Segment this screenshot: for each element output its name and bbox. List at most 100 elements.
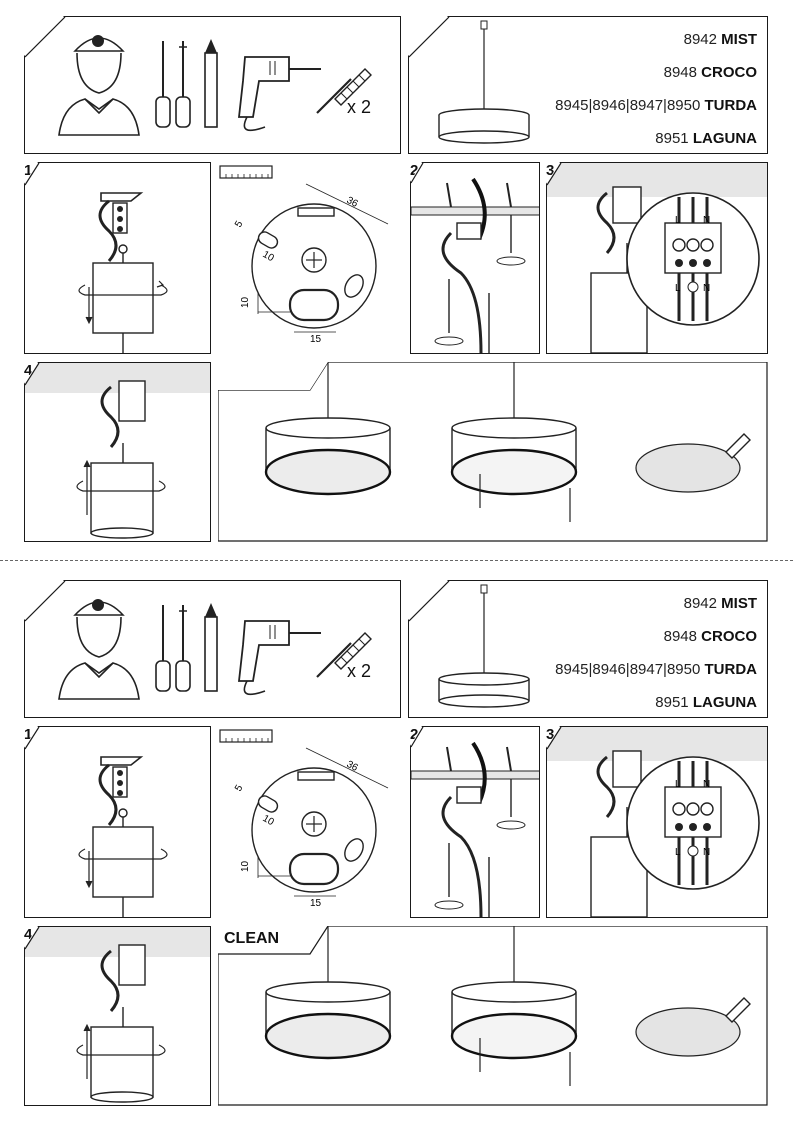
quantity-label: x 2 xyxy=(347,661,372,681)
model-row: 8948 CROCO xyxy=(555,620,757,653)
dimension-10-height: 10 xyxy=(240,296,251,308)
model-name: CROCO xyxy=(701,628,757,645)
terminal-label-n-bottom: N xyxy=(703,847,710,858)
clean-label: CLEAN xyxy=(224,366,280,383)
model-code: 8948 xyxy=(663,64,697,81)
model-row: 8951 LAGUNA xyxy=(555,122,757,153)
model-row: 8951 LAGUNA xyxy=(555,686,757,717)
terminal-label-n: N xyxy=(703,215,710,226)
pencil-icon xyxy=(204,603,218,692)
ceiling-fixing-illustration xyxy=(411,727,539,917)
drill-template-diagram: 36 5 10 10 15 xyxy=(219,165,389,345)
step3-panel: L N L N xyxy=(546,726,768,918)
earth-icon xyxy=(687,281,699,293)
drill-icon xyxy=(237,56,321,132)
dimension-15: 15 xyxy=(310,334,322,345)
model-name: CROCO xyxy=(701,64,757,81)
step4-panel xyxy=(24,926,211,1106)
step-number: 2 xyxy=(410,726,419,743)
model-name: TURDA xyxy=(704,661,758,678)
drill-template-panel: 36 5 10 10 15 xyxy=(218,726,405,918)
terminal-label-l: L xyxy=(675,779,681,790)
model-row: 8945|8946|8947|8950 TURDA xyxy=(555,89,757,122)
quantity-label: x 2 xyxy=(347,97,372,117)
model-name: MIST xyxy=(721,31,757,48)
model-list: 8942 MIST 8948 CROCO 8945|8946|8947|8950… xyxy=(555,23,757,153)
terminal-label-l-bottom: L xyxy=(675,283,681,294)
model-row: 8942 MIST xyxy=(555,23,757,56)
step-number: 4 xyxy=(24,362,33,379)
step2-panel xyxy=(410,162,540,354)
clean-panel: CLEAN xyxy=(218,926,768,1106)
model-name: LAGUNA xyxy=(692,694,757,711)
step4-panel xyxy=(24,362,211,542)
step2-panel xyxy=(410,726,540,918)
bracket-mount-illustration xyxy=(25,727,168,917)
step-number: 3 xyxy=(546,162,555,179)
clean-label: CLEAN xyxy=(224,930,280,947)
model-row: 8942 MIST xyxy=(555,587,757,620)
installer-icon xyxy=(25,581,140,700)
model-code: 8942 xyxy=(683,31,717,48)
dimension-10-height: 10 xyxy=(240,860,251,872)
dimension-15: 15 xyxy=(310,898,322,909)
dimension-36: 36 xyxy=(345,759,360,774)
bracket-mount-illustration xyxy=(25,163,168,353)
step-number: 1 xyxy=(24,162,33,179)
cut-line xyxy=(0,560,793,561)
step-number: 3 xyxy=(546,726,555,743)
sheet-top: x 2 8942 MIST 8948 CROCO 8945|8946|8947|… xyxy=(0,0,793,560)
pendant-lamp-icon xyxy=(409,581,530,708)
dimension-36: 36 xyxy=(345,195,360,210)
drill-template-diagram: 36 5 10 10 15 xyxy=(219,729,389,909)
dimension-10-slot: 10 xyxy=(261,249,277,264)
model-row: 8945|8946|8947|8950 TURDA xyxy=(555,653,757,686)
model-code: 8945|8946|8947|8950 xyxy=(555,661,701,678)
terminal-label-n-bottom: N xyxy=(703,283,710,294)
model-code: 8942 xyxy=(683,595,717,612)
terminal-label-n: N xyxy=(703,779,710,790)
model-code: 8951 xyxy=(655,694,689,711)
shade-fitting-illustration xyxy=(25,927,210,1103)
model-code: 8948 xyxy=(663,628,697,645)
ceiling-fixing-illustration xyxy=(411,163,539,353)
sheet-bottom: x 2 8942 MIST 8948 CROCO 8945|8946|8947|… xyxy=(0,564,793,1122)
wall-plug-icon xyxy=(316,68,372,114)
model-list: 8942 MIST 8948 CROCO 8945|8946|8947|8950… xyxy=(555,587,757,717)
step-number: 4 xyxy=(24,926,33,943)
model-name: LAGUNA xyxy=(692,130,757,147)
step-number: 1 xyxy=(24,726,33,743)
model-code: 8951 xyxy=(655,130,689,147)
drill-icon xyxy=(237,620,321,696)
screwdrivers-icon xyxy=(155,41,191,128)
tools-panel: x 2 xyxy=(24,16,401,154)
cleaning-cloth-icon xyxy=(725,433,751,459)
pencil-icon xyxy=(204,39,218,128)
tools-panel: x 2 xyxy=(24,580,401,718)
cleaning-illustration xyxy=(218,926,768,1106)
wiring-illustration: L N L N xyxy=(547,163,767,353)
cleaning-cloth-icon xyxy=(725,997,751,1023)
model-name: TURDA xyxy=(704,97,758,114)
terminal-label-l: L xyxy=(675,215,681,226)
model-name: MIST xyxy=(721,595,757,612)
models-panel: 8942 MIST 8948 CROCO 8945|8946|8947|8950… xyxy=(408,580,768,718)
cleaning-illustration xyxy=(218,362,768,542)
step3-panel: L N L N xyxy=(546,162,768,354)
dimension-5: 5 xyxy=(233,783,246,794)
wall-plug-icon xyxy=(316,632,372,678)
model-row: 8948 CROCO xyxy=(555,56,757,89)
drill-template-panel: 36 5 10 10 15 xyxy=(218,162,405,354)
pendant-lamp-icon xyxy=(409,17,530,144)
terminal-label-l-bottom: L xyxy=(675,847,681,858)
models-panel: 8942 MIST 8948 CROCO 8945|8946|8947|8950… xyxy=(408,16,768,154)
shade-fitting-illustration xyxy=(25,363,210,539)
wiring-illustration: L N L N xyxy=(547,727,767,917)
earth-icon xyxy=(687,845,699,857)
step-number: 2 xyxy=(410,162,419,179)
screwdrivers-icon xyxy=(155,605,191,692)
step1-panel xyxy=(24,162,211,354)
clean-panel: CLEAN xyxy=(218,362,768,542)
dimension-5: 5 xyxy=(233,219,246,230)
installer-icon xyxy=(25,17,140,136)
